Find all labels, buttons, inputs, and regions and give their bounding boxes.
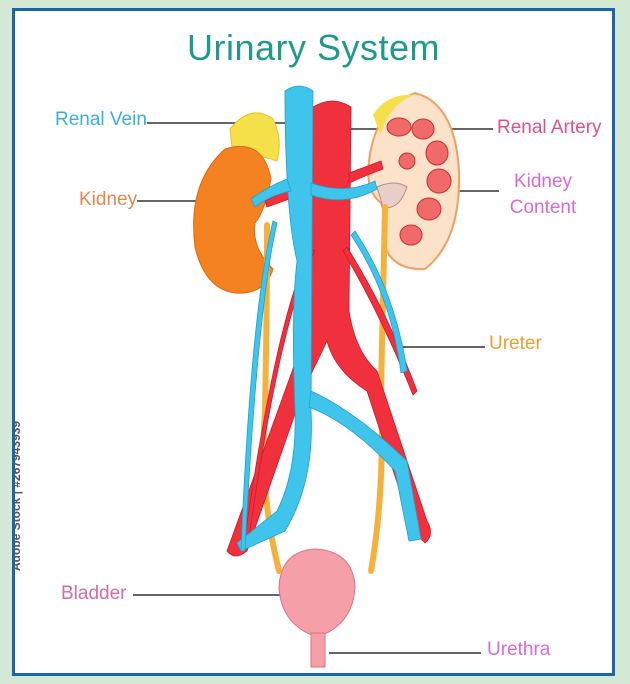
label-bladder: Bladder [61,583,127,605]
urethra-tube [311,633,325,667]
label-kidney-content-line1: Kidney [503,169,583,195]
kidney-pyramid [400,225,422,245]
kidney-pyramid [427,169,451,193]
bladder-group [279,549,355,667]
kidney-pyramid [399,153,415,169]
label-kidney: Kidney [79,189,137,211]
label-kidney-content-line2: Content [503,195,583,221]
label-urethra: Urethra [487,639,550,661]
right-common-iliac-vein [309,391,421,541]
left-kidney [194,146,273,293]
stock-watermark: Adobe Stock | #267943939 [12,421,23,571]
kidney-pyramid [417,198,441,220]
kidney-pyramid [412,119,434,139]
bladder [279,549,355,637]
kidney-pyramid [426,141,448,165]
kidney-pyramid [387,118,411,136]
label-kidney-content: Kidney Content [503,169,583,221]
label-renal-artery: Renal Artery [497,117,602,139]
diagram-frame: Urinary System [12,8,615,676]
label-renal-vein: Renal Vein [55,109,147,131]
label-ureter: Ureter [489,333,542,355]
